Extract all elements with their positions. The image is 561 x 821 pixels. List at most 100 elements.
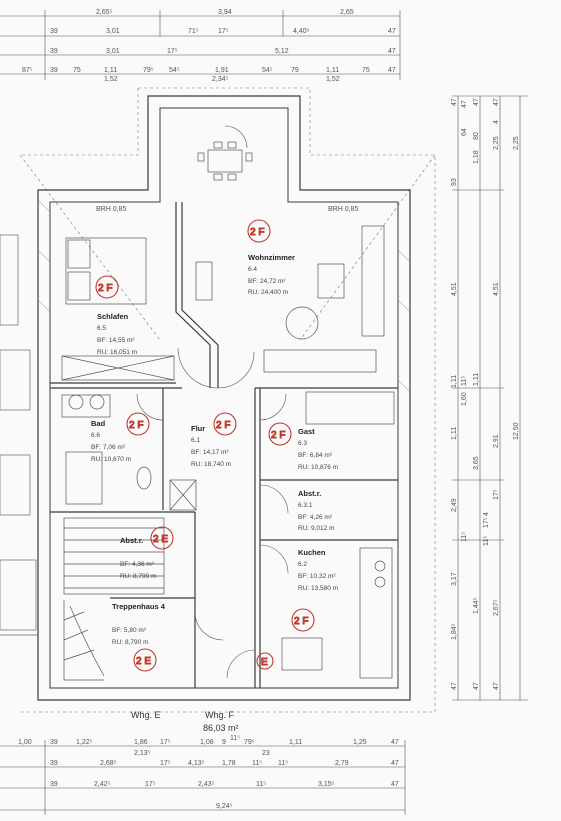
bed xyxy=(65,237,147,305)
dim-label: 79⁵ xyxy=(244,739,255,746)
dim-label: 2,67⁵ xyxy=(493,599,500,616)
dim-label: 4 xyxy=(493,120,500,124)
marker-circle: 2 F xyxy=(291,608,315,632)
door-swing xyxy=(226,649,256,679)
dim-label: 1,11 xyxy=(289,739,302,746)
room-perimeter: RU: 8,790 m xyxy=(112,639,149,646)
dim-label: 47 xyxy=(493,98,500,106)
unit-label-right: Whg. F xyxy=(205,710,235,720)
dim-label: 2,79 xyxy=(335,760,349,767)
dim-label: 2,42⁵ xyxy=(94,781,111,788)
dim-label: 39 xyxy=(50,48,58,55)
door-swing xyxy=(194,611,224,641)
marker-circle: 2 F xyxy=(268,422,292,446)
dim-label: 1,11 xyxy=(104,67,117,74)
svg-text:2 E: 2 E xyxy=(153,534,168,545)
dim-label: 1,11 xyxy=(451,375,458,388)
dim-label: 1,25 xyxy=(353,739,367,746)
dim-label: 17⁵ xyxy=(167,48,178,55)
stairs xyxy=(63,517,165,681)
room-perimeter: RU: 16,051 m xyxy=(97,349,137,356)
dim-label: 2,34⁵ xyxy=(212,76,229,83)
svg-text:2 F: 2 F xyxy=(216,420,230,431)
dim-label: 3,17 xyxy=(451,572,458,586)
dim-label: 1,91 xyxy=(215,67,229,74)
room-area: BF: 24,72 m² xyxy=(248,278,286,285)
dim-label: 4,40⁵ xyxy=(293,28,310,35)
room-bad: Bad 6.6 BF: 7,06 m² RU: 10,670 m xyxy=(91,419,131,463)
dim-label: 17⁵ xyxy=(160,760,171,767)
dim-label: 3,15⁵ xyxy=(318,781,335,788)
dim-label: 75 xyxy=(73,67,81,74)
door-swing xyxy=(259,484,289,514)
dim-label: 47 xyxy=(461,100,468,108)
room-abstellraum-right: Abst.r. 6.3.1 BF: 4,26 m² RU: 9,012 m xyxy=(298,489,335,532)
dim-label: 39 xyxy=(50,28,58,35)
dim-label: 2,65 xyxy=(340,9,354,16)
door-swing xyxy=(177,347,219,389)
room-kuechen: Kuchen 6.2 BF: 10,32 m² RU: 13,580 m xyxy=(298,548,338,592)
room-area: BF: 7,06 m² xyxy=(91,444,126,451)
room-schlafen: Schlafen 6.5 BF: 14,55 m² RU: 16,051 m xyxy=(97,312,137,356)
wardrobe xyxy=(61,355,175,381)
armchair xyxy=(317,263,345,299)
room-perimeter: RU: 10,876 m xyxy=(298,464,338,471)
room-name: Schlafen xyxy=(97,312,129,321)
svg-text:2 F: 2 F xyxy=(271,430,285,441)
toilet xyxy=(136,466,152,490)
dim-label: 47 xyxy=(451,682,458,690)
window-label: BRH 0,85 xyxy=(328,206,358,213)
room-labels: Wohnzimmer 6.4 BF: 24,72 m² RU: 24,400 m… xyxy=(91,253,338,646)
room-name: Flur xyxy=(191,424,205,433)
door-swing xyxy=(259,393,287,421)
dim-label: 11⁵ xyxy=(483,536,490,546)
dim-label: 1,60 xyxy=(461,392,468,406)
dim-label: 47 xyxy=(473,682,480,690)
room-perimeter: RU: 24,400 m xyxy=(248,289,288,296)
dim-label: 75 xyxy=(362,67,370,74)
guest-bed xyxy=(305,391,395,425)
top-dimension-chains xyxy=(0,10,401,80)
dim-label: 47 xyxy=(388,28,396,35)
dim-label: 1,44⁵ xyxy=(473,597,480,614)
door-swings xyxy=(136,125,289,679)
dim-label: 39 xyxy=(50,739,58,746)
room-wohnzimmer: Wohnzimmer 6.4 BF: 24,72 m² RU: 24,400 m xyxy=(248,253,295,296)
room-area: BF: 6,84 m² xyxy=(298,452,333,459)
dim-label: 1,52 xyxy=(104,76,118,83)
dim-label: 23 xyxy=(262,750,270,757)
window-label: BRH 0,85 xyxy=(96,206,126,213)
door-swing xyxy=(217,351,255,389)
marker-circle: 2 F xyxy=(247,219,271,243)
room-name: Kuchen xyxy=(298,548,326,557)
marker-circle: 2 E xyxy=(133,648,157,672)
wall-hatch xyxy=(37,199,411,393)
room-area: BF: 5,80 m² xyxy=(112,627,147,634)
marker-circle: 2 F xyxy=(95,275,119,299)
dim-label: 17⁵ xyxy=(218,28,229,35)
dim-label: 5,12 xyxy=(275,48,289,55)
room-area: BF: 14,55 m² xyxy=(97,337,135,344)
furniture xyxy=(61,141,395,681)
marker-circle: 2 F xyxy=(213,412,237,436)
dim-label: 1,78 xyxy=(222,760,236,767)
dim-label: 11⁵ xyxy=(256,781,266,788)
red-markers: 2 F 2 F 2 F 2 F 2 F 2 F 2 E 2 E E xyxy=(95,219,315,672)
dim-label: 3,65 xyxy=(473,456,480,470)
sofa xyxy=(263,349,377,373)
dim-label: 1,22⁵ xyxy=(76,739,93,746)
door-swing xyxy=(136,393,164,421)
dim-label: 17⁵ xyxy=(160,739,171,746)
svg-text:2 F: 2 F xyxy=(250,227,264,238)
dim-label: 4,51 xyxy=(451,282,458,296)
room-name: Abst.r. xyxy=(120,536,143,545)
room-number: 6.4 xyxy=(248,266,257,273)
svg-text:2 F: 2 F xyxy=(98,283,112,294)
room-name: Treppenhaus 4 xyxy=(112,602,166,611)
unit-label-left: Whg. E xyxy=(131,710,161,720)
room-flur: Flur 6.1 BF: 14,17 m² RU: 18,740 m xyxy=(191,424,231,468)
dim-label: 2,13⁵ xyxy=(134,750,151,757)
dim-label: 47 xyxy=(388,67,396,74)
room-area: BF: 4,36 m² xyxy=(120,561,155,568)
room-name: Bad xyxy=(91,419,106,428)
